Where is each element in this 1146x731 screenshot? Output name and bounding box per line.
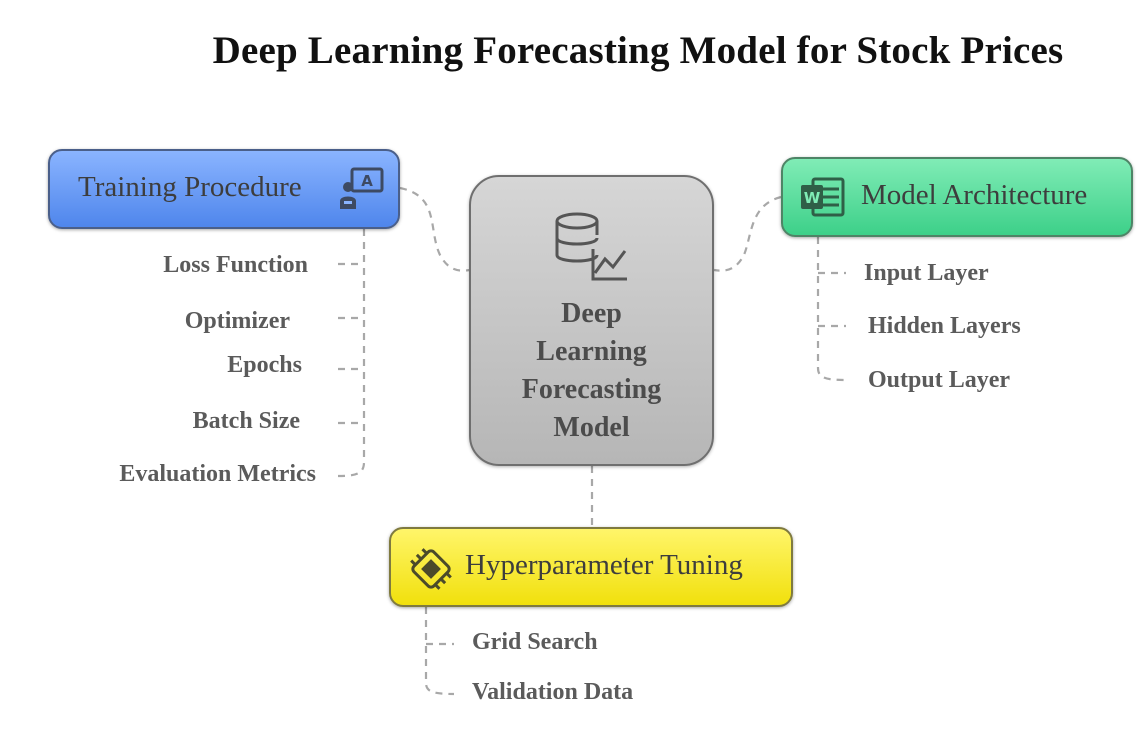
leaf-optimizer: Optimizer <box>184 308 290 334</box>
leaf-hidden-layers: Hidden Layers <box>868 313 1021 339</box>
svg-text:A: A <box>361 172 373 190</box>
word-document-icon: W <box>801 177 845 217</box>
leaf-grid-search: Grid Search <box>472 629 598 655</box>
leaf-output-layer: Output Layer <box>868 367 1011 393</box>
chip-tuning-icon <box>410 548 452 590</box>
connector-architecture-rail <box>816 237 847 382</box>
leaf-batch-size: Batch Size <box>192 408 300 434</box>
training-procedure-label: Training Procedure <box>78 171 302 203</box>
connector-tuning-rail <box>424 607 455 696</box>
training-procedure-node: Training Procedure A <box>48 149 400 229</box>
connector-architecture-center <box>713 195 782 272</box>
central-node-label: Deep Learning Forecasting Model <box>521 298 662 443</box>
leaf-input-layer: Input Layer <box>864 260 989 286</box>
hyperparameter-tuning-label: Hyperparameter Tuning <box>465 549 743 581</box>
model-architecture-node: W Model Architecture <box>781 157 1133 237</box>
central-node: Deep Learning Forecasting Model <box>469 175 714 466</box>
database-chart-icon <box>555 212 627 281</box>
leaf-evaluation-metrics: Evaluation Metrics <box>119 461 316 487</box>
svg-text:W: W <box>804 189 821 207</box>
leaf-epochs: Epochs <box>227 352 302 378</box>
connector-training-center <box>399 186 471 272</box>
teacher-board-icon: A <box>340 167 384 209</box>
model-architecture-label: Model Architecture <box>861 179 1088 211</box>
leaf-validation-data: Validation Data <box>472 679 634 705</box>
hyperparameter-tuning-node: Hyperparameter Tuning <box>389 527 793 607</box>
diagram-title: Deep Learning Forecasting Model for Stoc… <box>212 29 1064 72</box>
connector-training-rail <box>337 229 366 478</box>
leaf-loss-function: Loss Function <box>163 252 308 278</box>
